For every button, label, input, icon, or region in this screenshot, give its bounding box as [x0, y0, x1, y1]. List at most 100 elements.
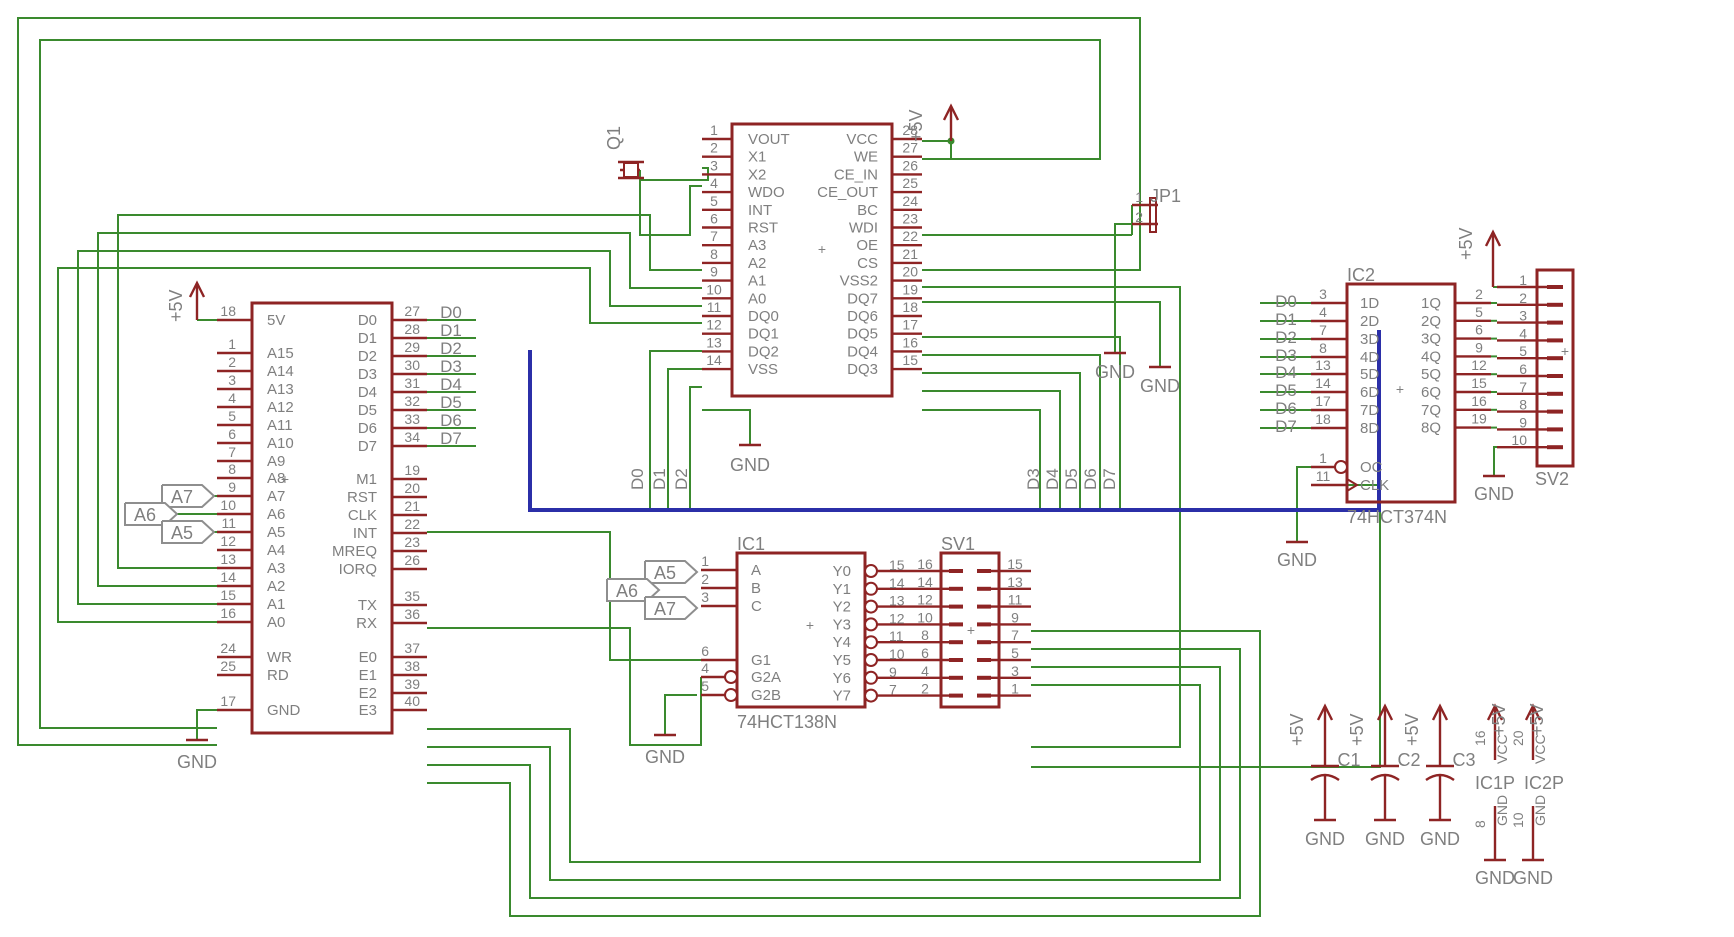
- ic2-pin-num: 9: [1475, 339, 1483, 355]
- cpu-data-net-label: D5: [440, 393, 462, 412]
- rtc-data-net-label: D7: [1100, 468, 1119, 490]
- ic2-data-net-label: D3: [1275, 346, 1297, 365]
- ic2p-name: IC2P: [1524, 773, 1564, 793]
- sv1-pin-pad: [949, 675, 963, 680]
- sv2-pin-num: 10: [1511, 432, 1527, 448]
- wire: [427, 666, 1221, 881]
- cpu-pin-num: 37: [404, 640, 420, 656]
- ic1-pin-num: 10: [889, 646, 905, 662]
- ic1-out-bubble: [864, 617, 878, 632]
- sv1-pin-pad: [977, 604, 991, 609]
- rtc-pin-num: 1: [710, 122, 718, 138]
- ic1-pin-num: 5: [701, 678, 709, 694]
- ic1-pin-name: G2A: [751, 669, 781, 686]
- rtc-pin-name: A1: [748, 273, 766, 290]
- ic2-pin-num: 5: [1475, 304, 1483, 320]
- cpu-data-net-label: D3: [440, 357, 462, 376]
- cpu-pin-name: A6: [267, 506, 285, 523]
- cpu-data-net-label: D6: [440, 411, 462, 430]
- wire: [922, 301, 1161, 367]
- cpu-pin-name: D7: [358, 438, 377, 455]
- ic2-oc-bubble: [1334, 460, 1348, 474]
- ic2-name: IC2: [1347, 265, 1375, 285]
- ic2-pin-num: 8: [1319, 340, 1327, 356]
- cpu-pin-num: 24: [220, 640, 236, 656]
- cpu-pin-num: 3: [228, 372, 236, 388]
- cap-plate-bottom: [1310, 773, 1340, 781]
- rtc-data-net-label: D0: [628, 468, 647, 490]
- ic2-pin-num: 4: [1319, 304, 1327, 320]
- cap-name: C2: [1397, 750, 1420, 770]
- sv1-pin-num: 5: [1011, 645, 1019, 661]
- cpu-pin-name: A8: [267, 470, 285, 487]
- cpu-pin-name: E1: [359, 667, 377, 684]
- ic1-pin-name: Y2: [833, 599, 851, 616]
- ic2-data-net-label: D4: [1275, 363, 1297, 382]
- cpu-pin-num: 14: [220, 569, 236, 585]
- ic1-pin-name: Y7: [833, 688, 851, 705]
- sv2-name: SV2: [1535, 469, 1569, 489]
- ic1-pin-num: 1: [701, 553, 709, 569]
- rtc-pin-num: 11: [707, 299, 722, 315]
- sv1-pin-num: 11: [1008, 592, 1023, 608]
- cpu-data-net-label: D4: [440, 375, 462, 394]
- rtc-pin-num: 18: [902, 299, 918, 315]
- ic2-pin-name: 7D: [1360, 402, 1379, 419]
- cpu-pin-name: A15: [267, 345, 294, 362]
- ic2-pin-name: 2D: [1360, 313, 1379, 330]
- wire: [689, 386, 702, 510]
- ic2-pin-name: 1Q: [1421, 295, 1441, 312]
- ic2-oc-gnd-wire: [1296, 466, 1311, 542]
- cpu-vcc-label: +5V: [166, 289, 186, 322]
- rtc-pin-num: 13: [706, 334, 722, 350]
- sv2-pin-pad: [1547, 302, 1563, 307]
- sv1-name: SV1: [941, 534, 975, 554]
- rtc-vcc-label: +5V: [906, 109, 926, 142]
- sv1-pin-pad: [949, 658, 963, 662]
- rtc-pin-num: 12: [706, 317, 722, 333]
- rtc-pin-num: 7: [710, 228, 718, 244]
- ic1-flag-a6-text: A6: [616, 581, 638, 601]
- cpu-pin-num: 1: [228, 336, 236, 352]
- sv2-pin-num: 9: [1519, 414, 1527, 430]
- sv1-pin-num: 6: [921, 645, 929, 661]
- rtc-pin-num: 24: [902, 193, 918, 209]
- rtc-pin-name: X2: [748, 166, 766, 183]
- ic1-pin-num: 11: [889, 628, 904, 644]
- sv2-pin-num: 5: [1519, 343, 1527, 359]
- sv2-pin-pad: [1547, 320, 1563, 325]
- cpu-gnd-label: GND: [177, 752, 217, 772]
- ic1-pin-name: Y4: [833, 634, 851, 651]
- cpu-pin-num: 19: [404, 462, 420, 478]
- ic1-pin-name: Y0: [833, 563, 851, 580]
- cpu-flag-a6: [124, 502, 179, 526]
- cap-gnd-label: GND: [1365, 829, 1405, 849]
- cpu-pin-num: 30: [404, 357, 420, 373]
- cpu-pin-num: 20: [404, 480, 420, 496]
- wire: [922, 409, 1041, 510]
- sv2-pin-pad: [1547, 338, 1563, 343]
- wire: [97, 232, 702, 587]
- ic1-out-bubble: [864, 635, 878, 650]
- cpu-pin-name: INT: [353, 525, 377, 542]
- sv1-pin-pad: [977, 658, 991, 662]
- rtc-pin-num: 2: [710, 140, 718, 156]
- rtc-pin-name: DQ2: [748, 343, 779, 360]
- sv1-pin-num: 12: [917, 592, 933, 608]
- ic2-pin-num: 17: [1315, 393, 1331, 409]
- wire: [77, 250, 702, 605]
- sv2-gnd-label: GND: [1474, 484, 1514, 504]
- ic2-pin-name: 5D: [1360, 366, 1379, 383]
- rtc-data-net-label: D5: [1062, 468, 1081, 490]
- cpu-pin-name: RST: [347, 489, 377, 506]
- cpu-pin-num: 35: [404, 588, 420, 604]
- sv1-pin-num: 9: [1011, 609, 1019, 625]
- origin-mark: +: [806, 617, 814, 633]
- sv2-pin-num: 6: [1519, 361, 1527, 377]
- sv1-pin-pad: [949, 569, 963, 573]
- ic2-pin-num: 19: [1471, 411, 1487, 427]
- cpu-pin-name: GND: [267, 702, 301, 719]
- ic1-gnd-label: GND: [645, 747, 685, 767]
- jp1-gnd-label: GND: [1095, 362, 1135, 382]
